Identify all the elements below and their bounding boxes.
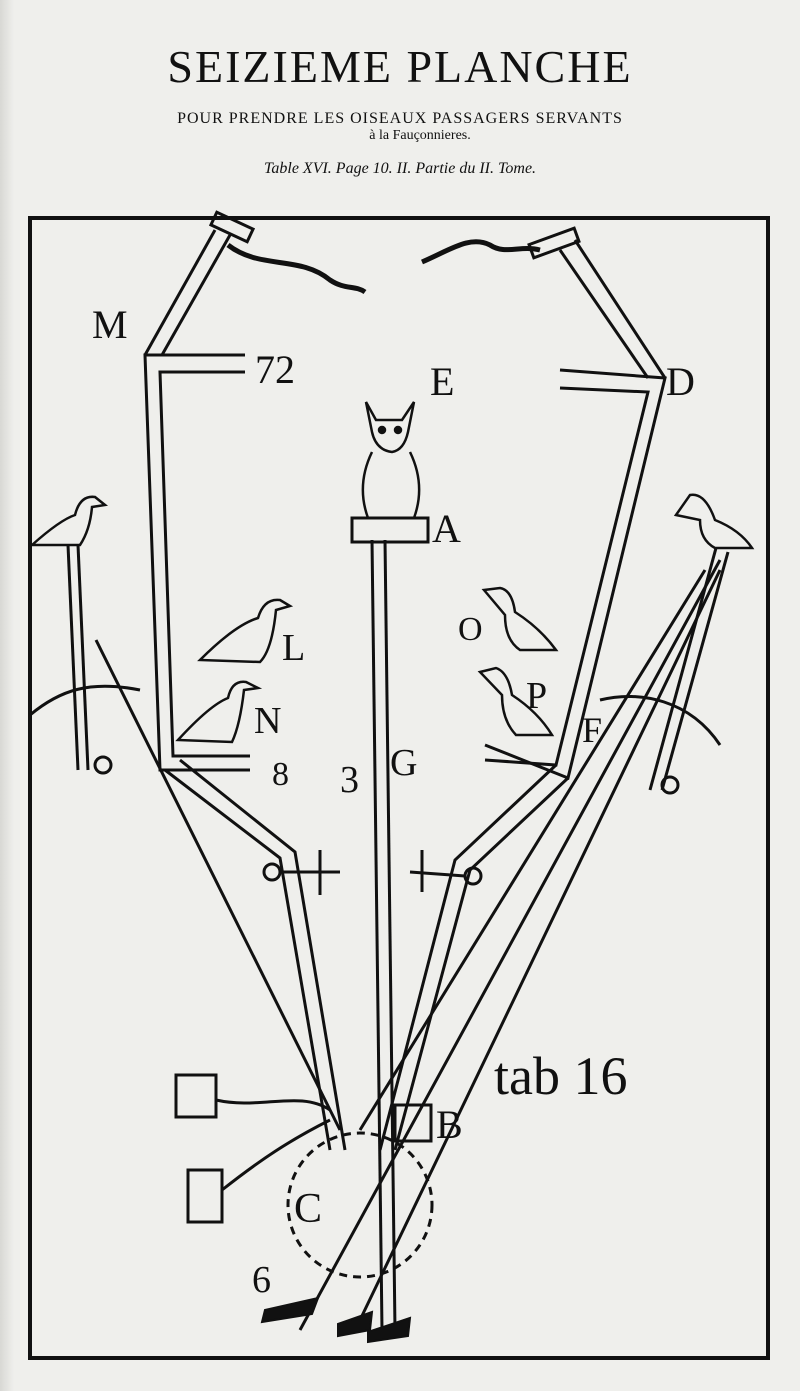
pole-feet: [260, 1296, 412, 1344]
label-e: E: [430, 359, 454, 404]
plate-border: [28, 216, 770, 1360]
right-trigger: [409, 850, 483, 892]
label-f: F: [582, 710, 602, 750]
page-edge-shadow: [0, 0, 14, 1391]
label-a: A: [432, 506, 461, 551]
label-b: B: [436, 1102, 463, 1147]
right-cord: [421, 239, 541, 265]
left-top-peg: [208, 210, 256, 244]
left-net-frame: [143, 229, 347, 1151]
left-stake: [29, 544, 141, 775]
bird-l-icon: [197, 598, 294, 664]
bird-o-icon: [481, 586, 559, 652]
bird-right-perch-icon: [673, 493, 755, 550]
left-trigger: [262, 850, 340, 895]
label-n: N: [254, 700, 281, 742]
bird-left-perch-icon: [28, 495, 109, 547]
label-d: D: [666, 359, 695, 404]
owl-decoy-icon: [361, 401, 421, 520]
plate-header: SEIZIEME PLANCHE POUR PRENDRE LES OISEAU…: [0, 0, 800, 210]
label-g: G: [390, 742, 417, 784]
numeral-6: 6: [252, 1259, 271, 1301]
left-cord: [226, 242, 367, 295]
central-pole: [350, 516, 430, 1331]
label-m: M: [92, 302, 128, 347]
winch-block: [174, 1073, 434, 1279]
label-l: L: [282, 627, 305, 669]
bird-n-icon: [175, 680, 263, 744]
bird-p-icon: [477, 666, 555, 737]
numeral-8: 8: [272, 756, 289, 793]
numeral-3: 3: [340, 759, 359, 801]
pull-cords: [94, 559, 722, 1331]
plate-title: SEIZIEME PLANCHE: [167, 41, 633, 92]
numeral-72: 72: [255, 347, 295, 392]
table-reference: Table XVI. Page 10. II. Partie du II. To…: [263, 160, 537, 177]
right-top-peg: [527, 226, 581, 260]
plate-subtitle-line2: à la Fauçonnieres.: [369, 128, 471, 143]
plate-caption: tab 16: [494, 1046, 627, 1106]
label-o: O: [458, 611, 483, 648]
plate-subtitle: POUR PRENDRE LES OISEAUX PASSAGERS SERVA…: [177, 110, 623, 127]
right-net-frame: [378, 239, 667, 1151]
label-p: P: [526, 675, 547, 717]
label-c: C: [294, 1186, 322, 1232]
right-stake: [599, 547, 730, 795]
